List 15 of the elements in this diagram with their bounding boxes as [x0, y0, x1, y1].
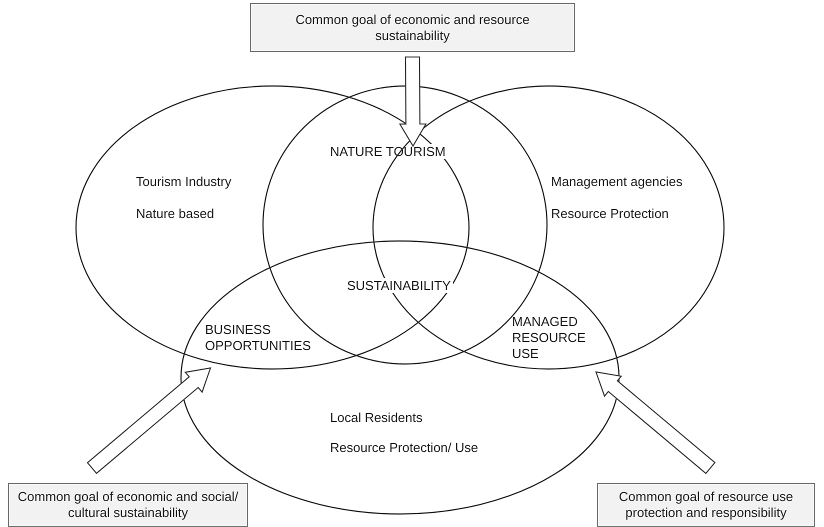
goal-box: Common goal of economic and social/ cultural sustainability — [8, 483, 248, 527]
region-label: Local Residents — [330, 410, 424, 425]
block-arrow — [595, 371, 716, 474]
region-label: Management agencies — [551, 174, 684, 189]
region-label: Resource Protection/ Use — [330, 440, 480, 455]
overlap-label: MANAGED RESOURCE USE — [512, 314, 592, 362]
overlap-label: SUSTAINABILITY — [345, 278, 453, 293]
block-arrow — [86, 367, 212, 474]
goal-box: Common goal of resource use protection and responsibility — [597, 483, 815, 527]
block-arrow — [398, 56, 427, 148]
region-label: Nature based — [136, 206, 216, 221]
goal-box: Common goal of economic and resource sustainability — [250, 3, 575, 52]
overlap-label: BUSINESS OPPORTUNITIES — [205, 322, 315, 354]
region-label: Resource Protection — [551, 206, 670, 221]
region-label: Tourism Industry — [136, 174, 232, 189]
